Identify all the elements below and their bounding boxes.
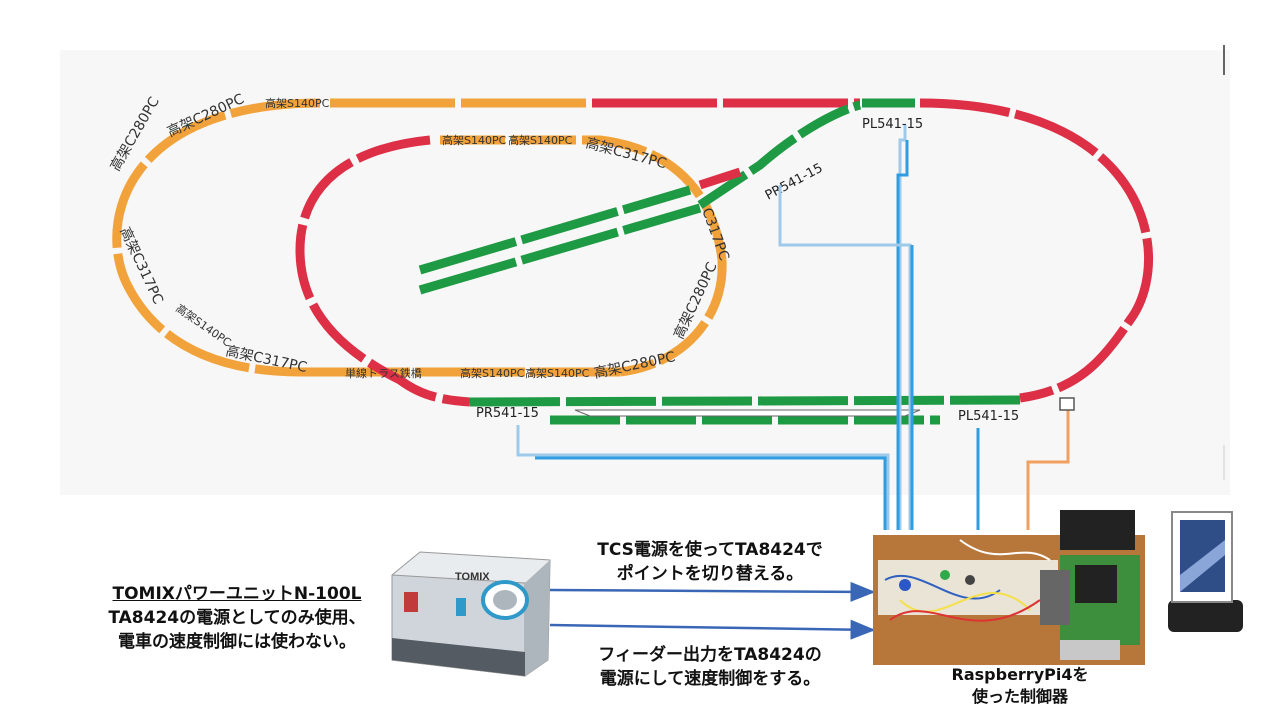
track-inner-top: [440, 135, 727, 261]
power-unit-brand: TOMIX: [455, 571, 490, 583]
wire-sensor: [1026, 410, 1070, 530]
wire-pl-top-b: [896, 140, 909, 530]
point-label-pl-bottom: PL541-15: [958, 409, 1019, 424]
bottom-arrow-caption: フィーダー出力をTA8424の 電源にして速度制御をする。: [560, 643, 860, 691]
wire-pr-top: [778, 185, 912, 530]
power-unit-title: TOMIXパワーユニットN-100L: [112, 584, 362, 604]
power-unit-caption: TOMIXパワーユニットN-100L TA8424の電源としてのみ使用、 電車の…: [82, 582, 392, 654]
sensor-icon: [1059, 397, 1075, 411]
power-unit: TOMIX: [391, 551, 551, 677]
point-label-pl-top: PL541-15: [862, 117, 923, 132]
label-truss-bridge: 単線トラス鉄橋: [345, 366, 422, 380]
track-inner-red-loop: [295, 135, 471, 407]
track-outer-right-curve: [919, 98, 1153, 403]
wire-pr-bottom-b: [535, 456, 887, 530]
controller-line1: RaspberryPi4を: [951, 665, 1089, 684]
label-inner-s140-a: 高架S140PC: [442, 133, 507, 147]
controller-caption: RaspberryPi4を 使った制御器: [935, 664, 1105, 708]
track-siding-upper: [418, 185, 692, 275]
station-platform: [574, 409, 921, 417]
label-inner-s140-b: 高架S140PC: [508, 133, 573, 147]
inner-loop: [440, 135, 727, 377]
wire-pl-top: [898, 125, 907, 530]
point-label-pr-bottom: PR541-15: [476, 406, 539, 421]
track-diagonal-red: [698, 167, 742, 190]
control-wires: [516, 125, 1070, 530]
direction-switch: [456, 598, 466, 616]
wire-pr-bottom: [516, 425, 890, 530]
top-arrow-caption: TCS電源を使ってTA8424で ポイントを切り替える。: [560, 538, 860, 586]
power-unit-line2: TA8424の電源としてのみ使用、: [108, 608, 366, 628]
track-bottom-main: [469, 395, 1021, 407]
power-unit-line3: 電車の速度制御には使わない。: [118, 632, 356, 652]
top-arrow-line1: TCS電源を使ってTA8424で: [597, 540, 823, 560]
bottom-arrow-line2: 電源にして速度制御をする。: [599, 669, 821, 689]
arrow-top: [549, 581, 876, 602]
track-outer-left-curve: [112, 98, 321, 377]
track-inner-right: [619, 259, 727, 377]
label-bottom-s140-a: 高架S140PC: [460, 366, 525, 380]
outer-loop: [112, 98, 1153, 407]
arrow-bottom: [549, 619, 876, 640]
sidings: [418, 98, 1021, 425]
label-outer-s140-top: 高架S140PC: [265, 96, 330, 110]
label-bottom-s140-b: 高架S140PC: [525, 366, 590, 380]
storage-drive: [1168, 511, 1243, 632]
top-arrow-line2: ポイントを切り替える。: [616, 564, 804, 584]
track-diagonal-green: [697, 100, 862, 209]
power-switch: [404, 592, 418, 612]
fan-unit: [1060, 510, 1135, 550]
controller-line2: 使った制御器: [971, 687, 1068, 706]
controller-board: [873, 510, 1145, 665]
bottom-arrow-line1: フィーダー出力をTA8424の: [598, 645, 822, 665]
track-siding-lower: [418, 203, 702, 295]
